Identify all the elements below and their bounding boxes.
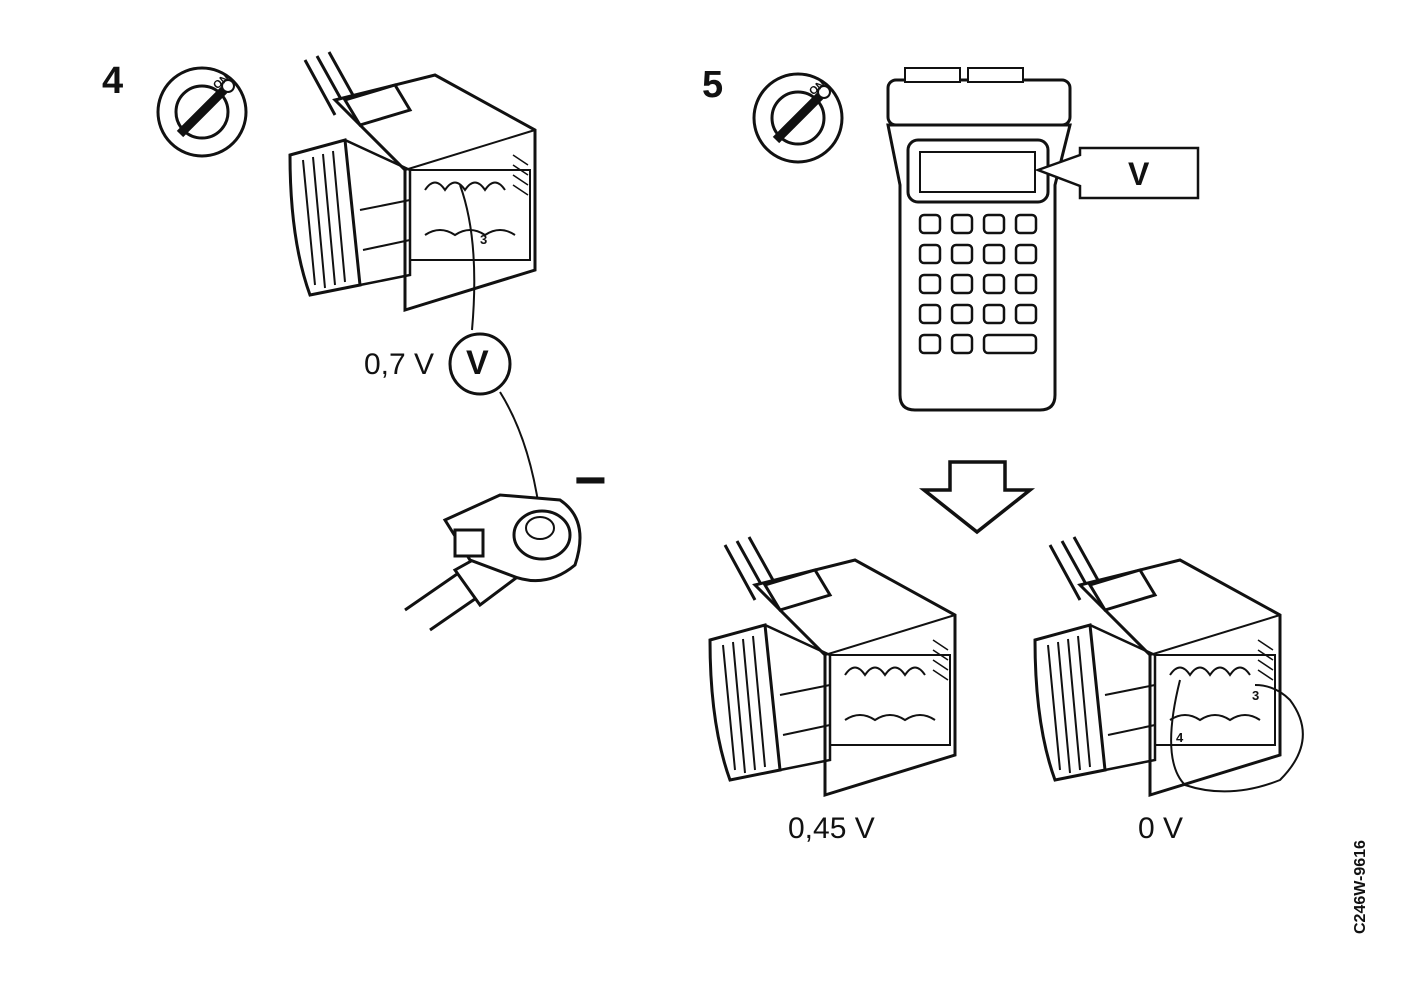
step-number-4: 4 bbox=[102, 60, 124, 102]
figure-code: C246W-9616 bbox=[1352, 840, 1369, 934]
pin-label-3: 3 bbox=[1252, 688, 1260, 703]
result-reading-1: 0,45 V bbox=[788, 812, 875, 845]
down-arrow-icon bbox=[918, 460, 1036, 535]
step-number-5: 5 bbox=[702, 64, 724, 106]
probe-lead-top bbox=[459, 184, 476, 331]
voltmeter-icon bbox=[448, 332, 512, 396]
voltmeter-symbol: V bbox=[466, 344, 489, 382]
display-callout bbox=[1034, 146, 1200, 200]
ground-symbol: − bbox=[574, 448, 607, 511]
connector-icon bbox=[1033, 535, 1282, 797]
ignition-key-icon bbox=[752, 72, 844, 164]
pin-label-4: 4 bbox=[1176, 730, 1184, 745]
connector-icon bbox=[288, 50, 537, 312]
connector-icon bbox=[708, 535, 957, 797]
result-reading-2: 0 V bbox=[1138, 812, 1184, 845]
diagnostic-tester-icon bbox=[886, 67, 1072, 412]
step4-reading: 0,7 V bbox=[364, 348, 435, 381]
pin-label: 3 bbox=[480, 232, 488, 247]
jumper-wire bbox=[1170, 679, 1304, 793]
ground-terminal-icon bbox=[404, 493, 582, 632]
ignition-key-icon bbox=[156, 66, 248, 158]
display-symbol: V bbox=[1128, 156, 1150, 192]
